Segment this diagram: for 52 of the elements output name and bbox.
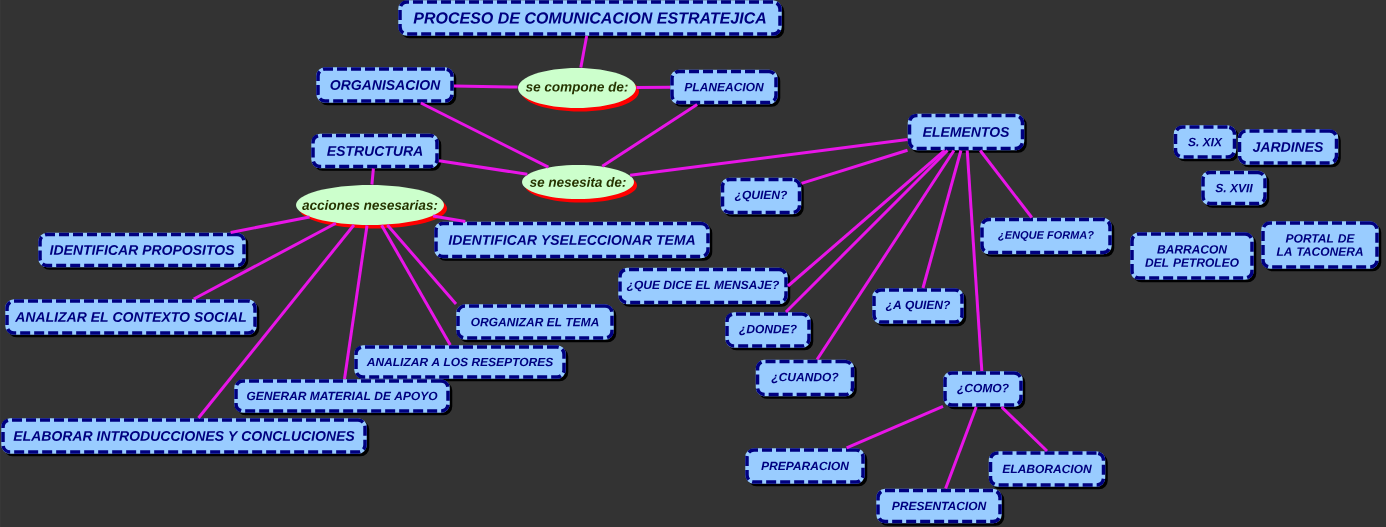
connector-line (784, 149, 949, 314)
connector-line (921, 150, 963, 289)
connector-line (343, 225, 369, 380)
concept-box: ANALIZAR A LOS RESEPTORES (354, 345, 569, 382)
concept-box: PRESENTACION (876, 488, 1005, 526)
connector-line (979, 149, 1033, 219)
concept-box: ANALIZAR EL CONTEXTO SOCIAL (5, 299, 260, 338)
concept-box: ¿QUIEN? (720, 177, 804, 217)
concept-box: S. XIX (1173, 125, 1239, 162)
connector-line (438, 159, 528, 176)
concept-box: GENERAR MATERIAL DE APOYO (234, 379, 453, 416)
connector-line (380, 224, 452, 346)
connector-line (815, 149, 956, 361)
concept-box: PLANEACION (670, 69, 781, 107)
concept-box: ELABORAR INTRODUCCIONES Y CONCLUCIONES (1, 418, 370, 457)
concept-box: PORTAL DE LA TACONERA (1261, 221, 1382, 272)
concept-box: JARDINES (1237, 129, 1341, 168)
concept-box: ¿CUANDO? (755, 359, 857, 399)
connector-line (801, 148, 908, 185)
connector-line (420, 101, 550, 169)
concept-box: PREPARACION (745, 448, 868, 487)
concept-box: ELEMENTOS (907, 113, 1027, 153)
connector-line (230, 215, 310, 234)
concept-box: ELABORACION (988, 451, 1108, 490)
connector-line (197, 224, 356, 419)
connector-line (636, 85, 671, 90)
connector-line (370, 168, 375, 185)
connector-line (579, 35, 589, 68)
connector-line (193, 221, 337, 301)
concept-box: S. XVII (1201, 170, 1270, 208)
concept-box: ¿A QUIEN? (872, 288, 967, 327)
connector-line (601, 103, 698, 168)
concept-box: ESTRUCTURA (311, 133, 442, 171)
connector-line (1000, 405, 1049, 453)
concept-box: ¿COMO? (943, 371, 1026, 410)
connector-line (965, 150, 984, 372)
concept-box: ORGANIZAR EL TEMA (456, 304, 617, 343)
concept-box: BARRACON DEL PETROLEO (1130, 232, 1257, 283)
concept-box: IDENTIFICAR YSELECCIONAR TEMA (434, 221, 713, 261)
connector-line (432, 214, 466, 223)
connector-line (629, 138, 908, 177)
concept-box: ¿QUE DICE EL MENSAJE? (618, 267, 791, 307)
connector-line (787, 149, 946, 288)
concept-box: PROCESO DE COMUNICACION ESTRATEJICA (398, 0, 785, 39)
concept-box: ¿DONDE? (725, 312, 814, 351)
connector-line (386, 223, 458, 305)
concept-box: ¿ENQUE FORMA? (980, 217, 1115, 257)
concept-box: IDENTIFICAR PROPOSITOS (38, 232, 249, 270)
concept-box: ORGANISACION (316, 67, 457, 106)
connector-line (944, 406, 978, 489)
connector-line (454, 84, 518, 89)
connector-line (846, 404, 944, 450)
